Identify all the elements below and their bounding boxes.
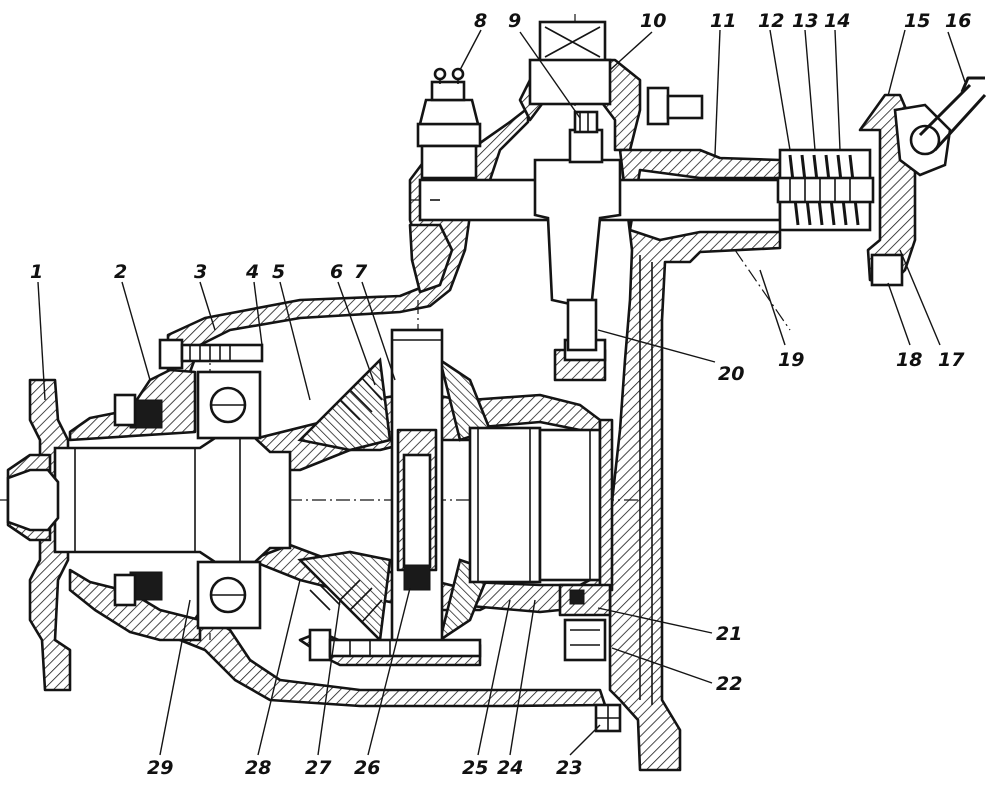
- label-12: 12: [758, 10, 784, 32]
- label-24: 24: [497, 757, 523, 779]
- label-10: 10: [640, 10, 666, 32]
- label-18: 18: [896, 349, 922, 371]
- label-11: 11: [710, 10, 736, 32]
- label-5: 5: [272, 261, 285, 283]
- oil-seal: [113, 393, 163, 607]
- label-25: 25: [462, 757, 488, 779]
- shift-rod-assembly: [416, 20, 987, 352]
- label-16: 16: [945, 10, 971, 32]
- label-3: 3: [194, 261, 207, 283]
- part-number-labels: 1 2 3 4 5 6 7 8 9 10 11 12 13 14 15 16 1…: [30, 10, 971, 779]
- label-17: 17: [938, 349, 965, 371]
- label-20: 20: [718, 363, 744, 385]
- main-shaft: [6, 436, 292, 564]
- label-6: 6: [330, 261, 343, 283]
- label-22: 22: [716, 673, 742, 695]
- label-14: 14: [824, 10, 850, 32]
- label-19: 19: [778, 349, 804, 371]
- label-29: 29: [147, 757, 173, 779]
- label-4: 4: [245, 261, 259, 283]
- label-26: 26: [354, 757, 380, 779]
- label-2: 2: [114, 261, 127, 283]
- label-7: 7: [354, 261, 368, 283]
- left-ball-bearing: [196, 370, 262, 630]
- label-9: 9: [508, 10, 521, 32]
- lower-bolt: [308, 628, 482, 662]
- label-8: 8: [474, 10, 487, 32]
- label-1: 1: [30, 261, 43, 283]
- label-23: 23: [556, 757, 582, 779]
- label-28: 28: [245, 757, 271, 779]
- label-27: 27: [305, 757, 332, 779]
- drain-bolt: [594, 703, 622, 733]
- leader-lines: [37, 29, 966, 756]
- coupling-sleeve: [468, 418, 614, 592]
- label-13: 13: [792, 10, 818, 32]
- housing-bolt: [158, 338, 264, 370]
- center-pinion-shaft: [390, 328, 444, 652]
- label-21: 21: [716, 623, 742, 645]
- label-15: 15: [904, 10, 930, 32]
